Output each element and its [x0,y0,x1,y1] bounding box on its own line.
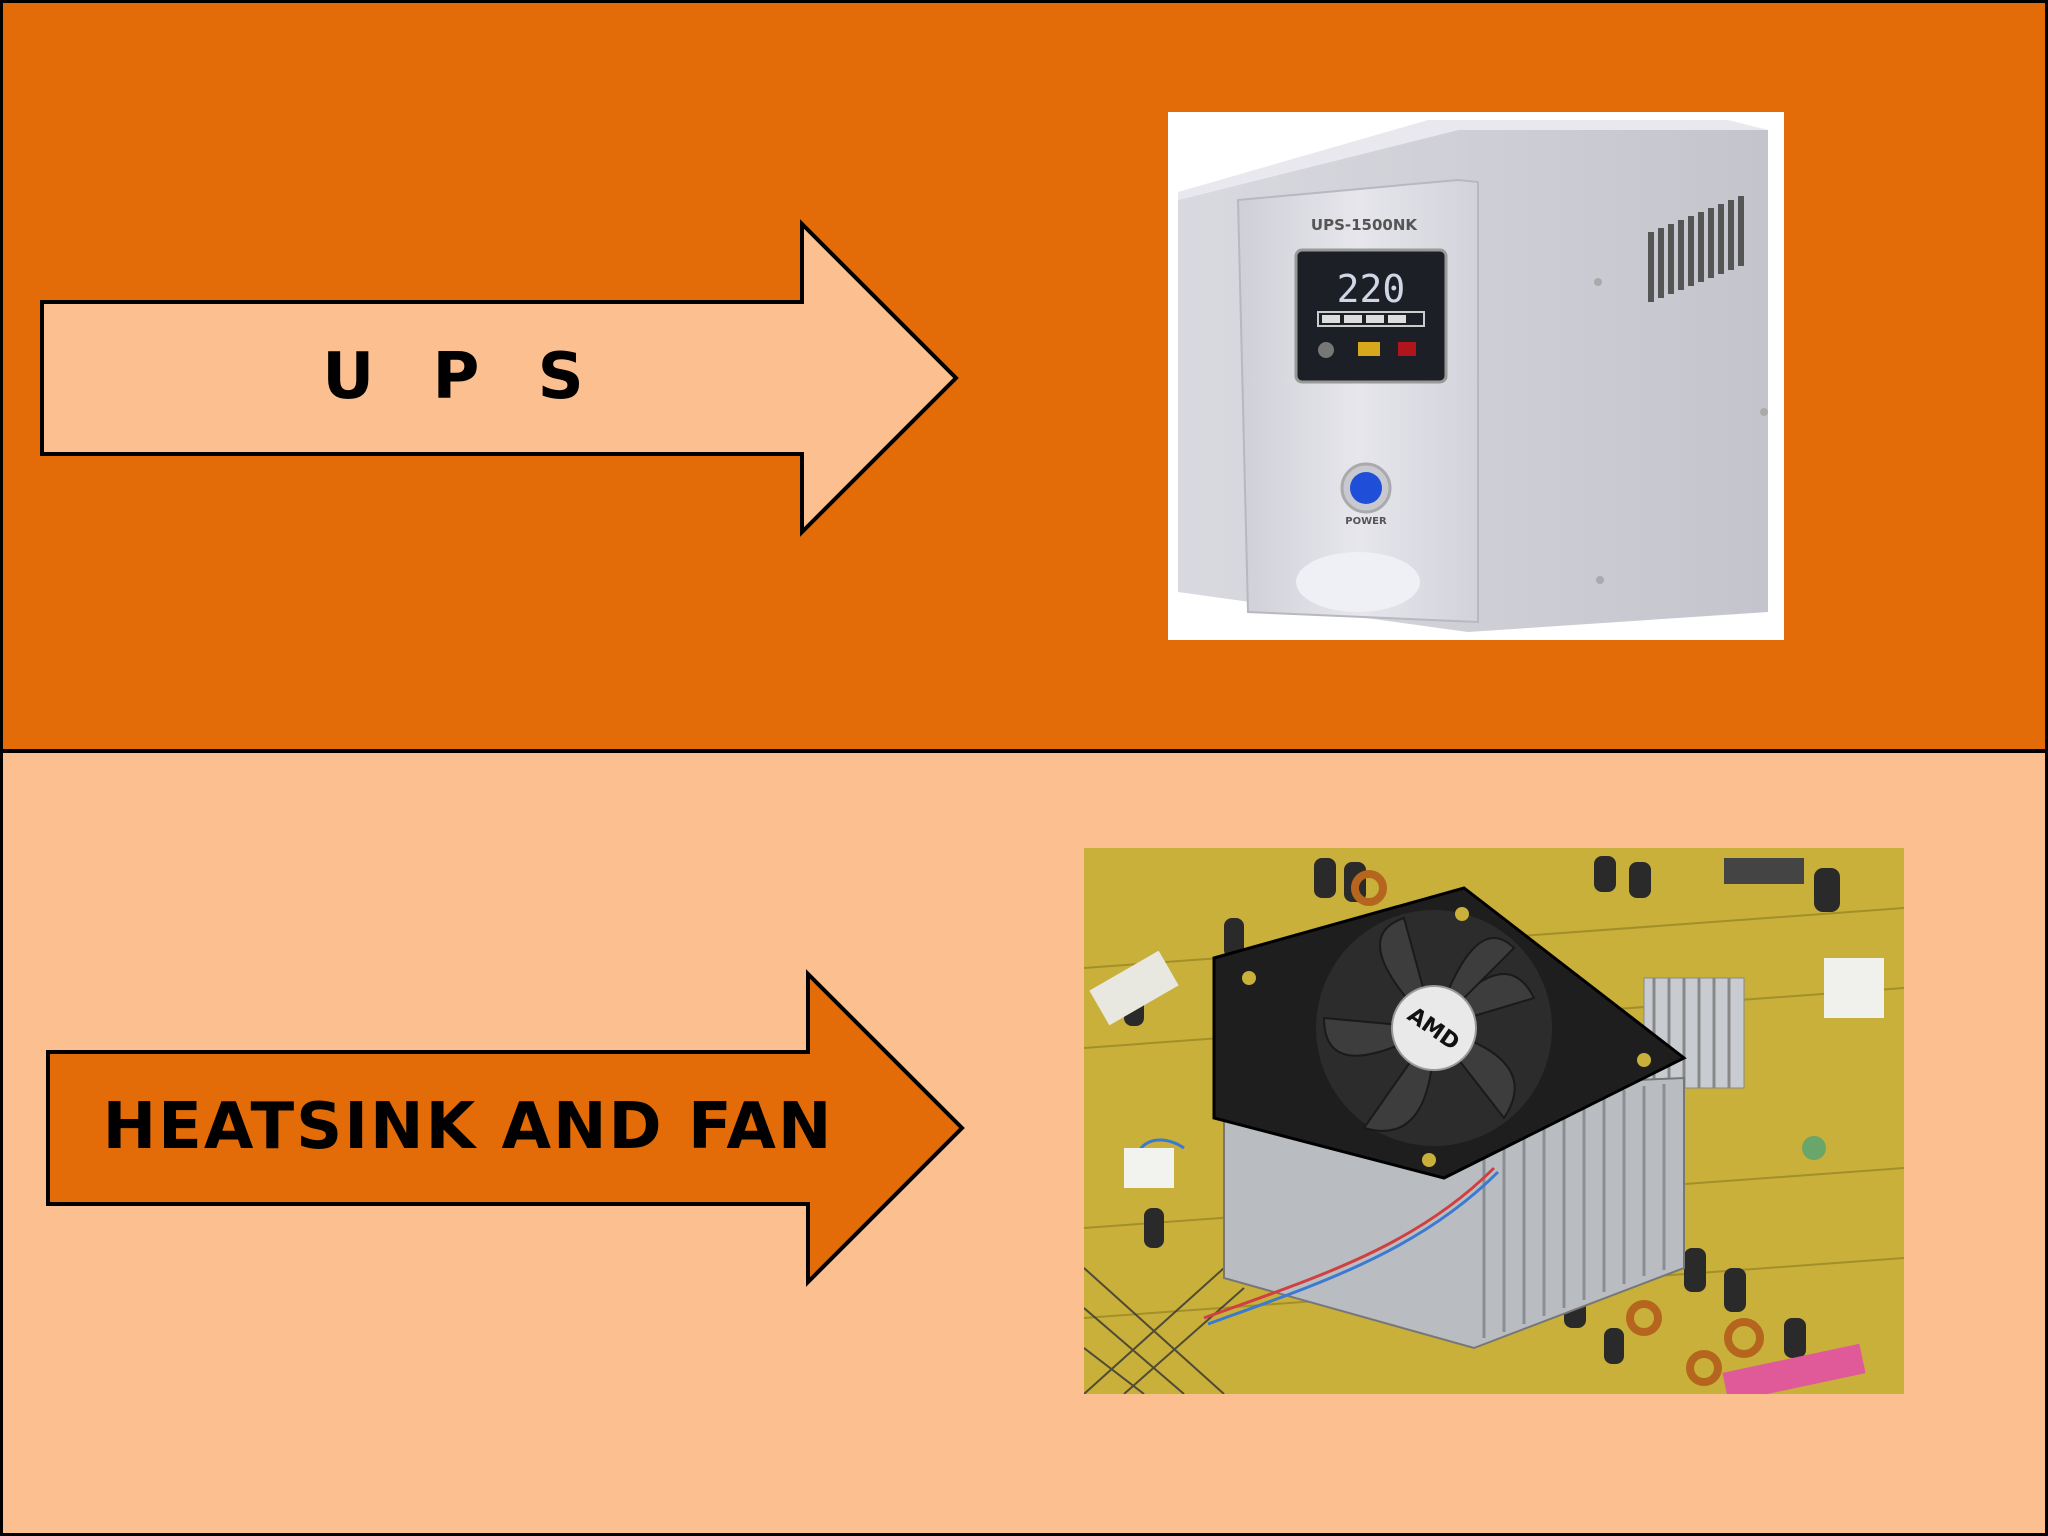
heatsink-illustration: AMD [1084,848,1904,1394]
heatsink-photo: AMD [1084,848,1904,1394]
ups-model-text: UPS-1500NK [1311,216,1419,234]
heatsink-arrow-label: HEATSINK AND FAN [102,1090,834,1164]
ups-illustration: UPS-1500NK 220 POWER [1178,120,1768,632]
ups-power-label: POWER [1345,516,1387,527]
ups-arrow-label: U P S [322,340,602,414]
ups-arrow-shape [40,219,959,537]
ups-display-value: 220 [1337,267,1406,311]
ups-photo: UPS-1500NK 220 POWER [1168,112,1784,640]
